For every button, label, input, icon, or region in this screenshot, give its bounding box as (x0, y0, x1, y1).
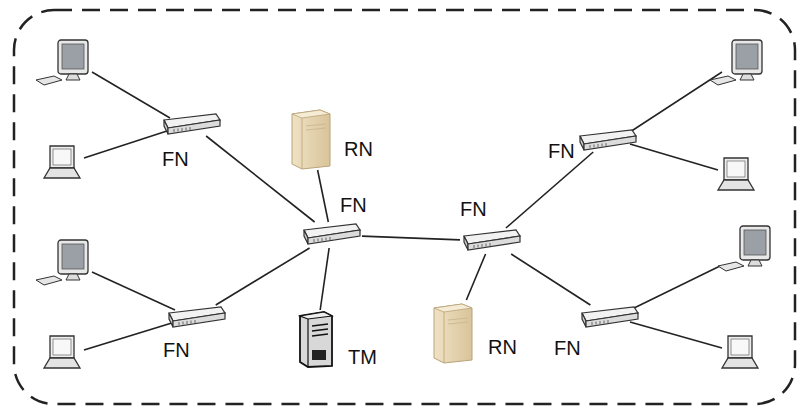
network-link (320, 248, 329, 310)
network-link (362, 236, 460, 240)
switch-node: FN (460, 228, 522, 254)
switch-node: FN (576, 128, 638, 152)
node-label: RN (488, 336, 517, 358)
network-link (318, 170, 329, 222)
device-icon (165, 305, 227, 329)
switch-node: FN (160, 112, 222, 136)
network-link (511, 254, 590, 305)
switch-node: FN (165, 305, 227, 329)
network-link (466, 254, 485, 300)
switch-node: FN (578, 305, 640, 329)
device-icon (460, 228, 522, 254)
network-boundary (14, 10, 795, 404)
device-icon (576, 128, 638, 152)
node-label: RN (344, 138, 373, 160)
node-label: FN (554, 337, 581, 359)
device-icon (300, 222, 362, 248)
computer-icons (36, 40, 770, 368)
server-node: RN (290, 106, 332, 170)
device-icon (432, 300, 474, 364)
server-node: RN (432, 300, 474, 364)
node-label: TM (348, 346, 377, 368)
tracker-node: TM (298, 310, 334, 368)
device-icon (298, 310, 334, 368)
network-link (216, 248, 310, 305)
node-label: FN (460, 198, 487, 220)
network-link (506, 152, 593, 228)
node-label: FN (163, 339, 190, 361)
node-label: FN (548, 140, 575, 162)
device-icon (578, 305, 640, 329)
device-icon (160, 112, 222, 136)
node-label: FN (162, 148, 189, 170)
node-label: FN (340, 194, 367, 216)
switch-node: FN (300, 222, 362, 248)
device-icon (290, 106, 332, 170)
host-links (84, 72, 722, 350)
